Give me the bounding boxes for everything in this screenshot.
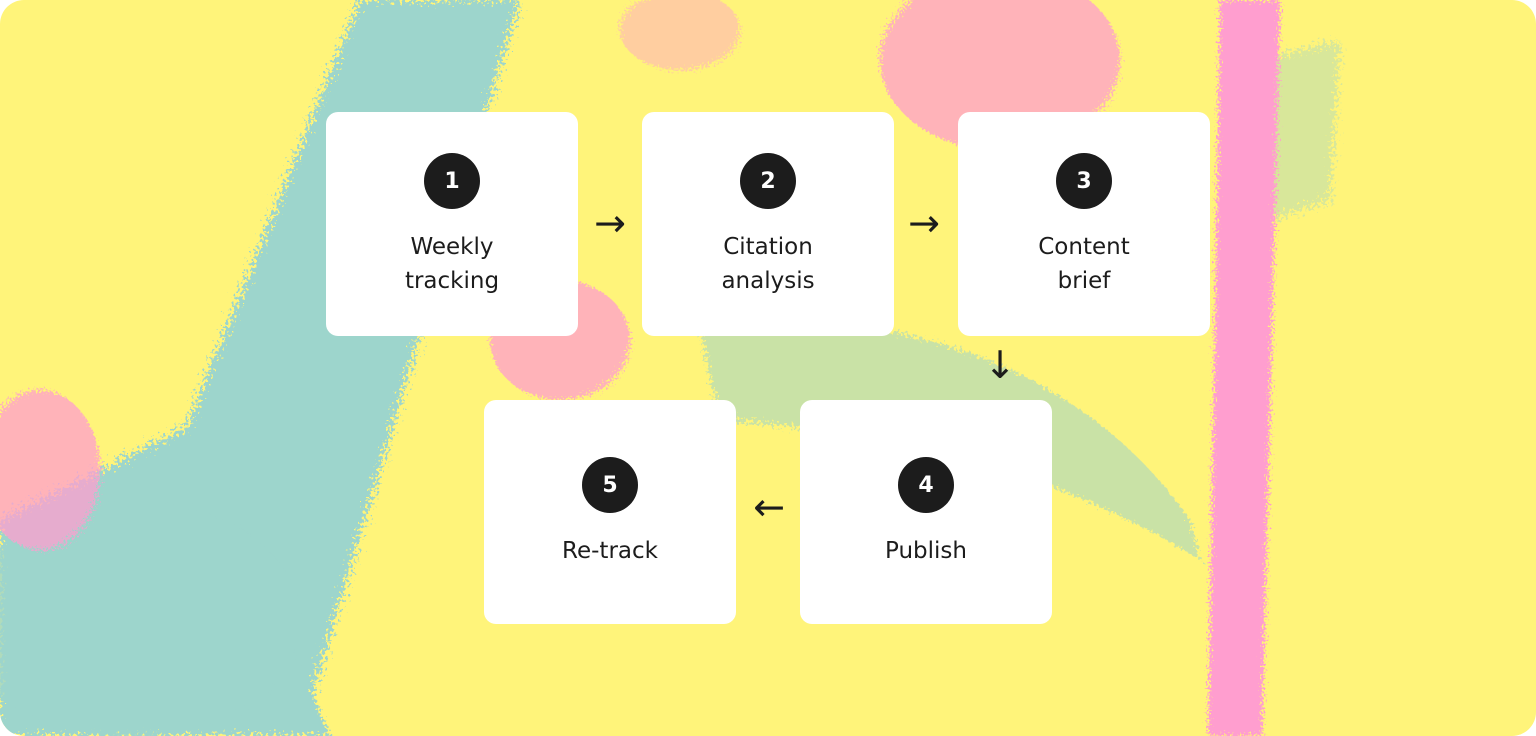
step-number-badge: 5 [582,457,638,513]
step-number-badge: 3 [1056,153,1112,209]
step-card-1: 1 Weekly tracking [326,112,578,336]
arrow-left-icon: ← [753,485,785,529]
arrow-down-icon: ↓ [984,343,1016,387]
step-card-3: 3 Content brief [958,112,1210,336]
arrow-right-icon: → [594,201,626,245]
step-number-badge: 2 [740,153,796,209]
step-number-badge: 1 [424,153,480,209]
step-label: Citation analysis [721,234,815,294]
step-number-badge: 4 [898,457,954,513]
step-card-5: 5 Re-track [484,400,736,624]
step-label: Publish [885,538,967,564]
step-label: Re-track [562,538,658,564]
step-label: Weekly tracking [404,234,500,294]
step-card-2: 2 Citation analysis [642,112,894,336]
arrow-right-icon: → [908,201,940,245]
step-card-4: 4 Publish [800,400,1052,624]
step-label: Content brief [1038,234,1130,294]
